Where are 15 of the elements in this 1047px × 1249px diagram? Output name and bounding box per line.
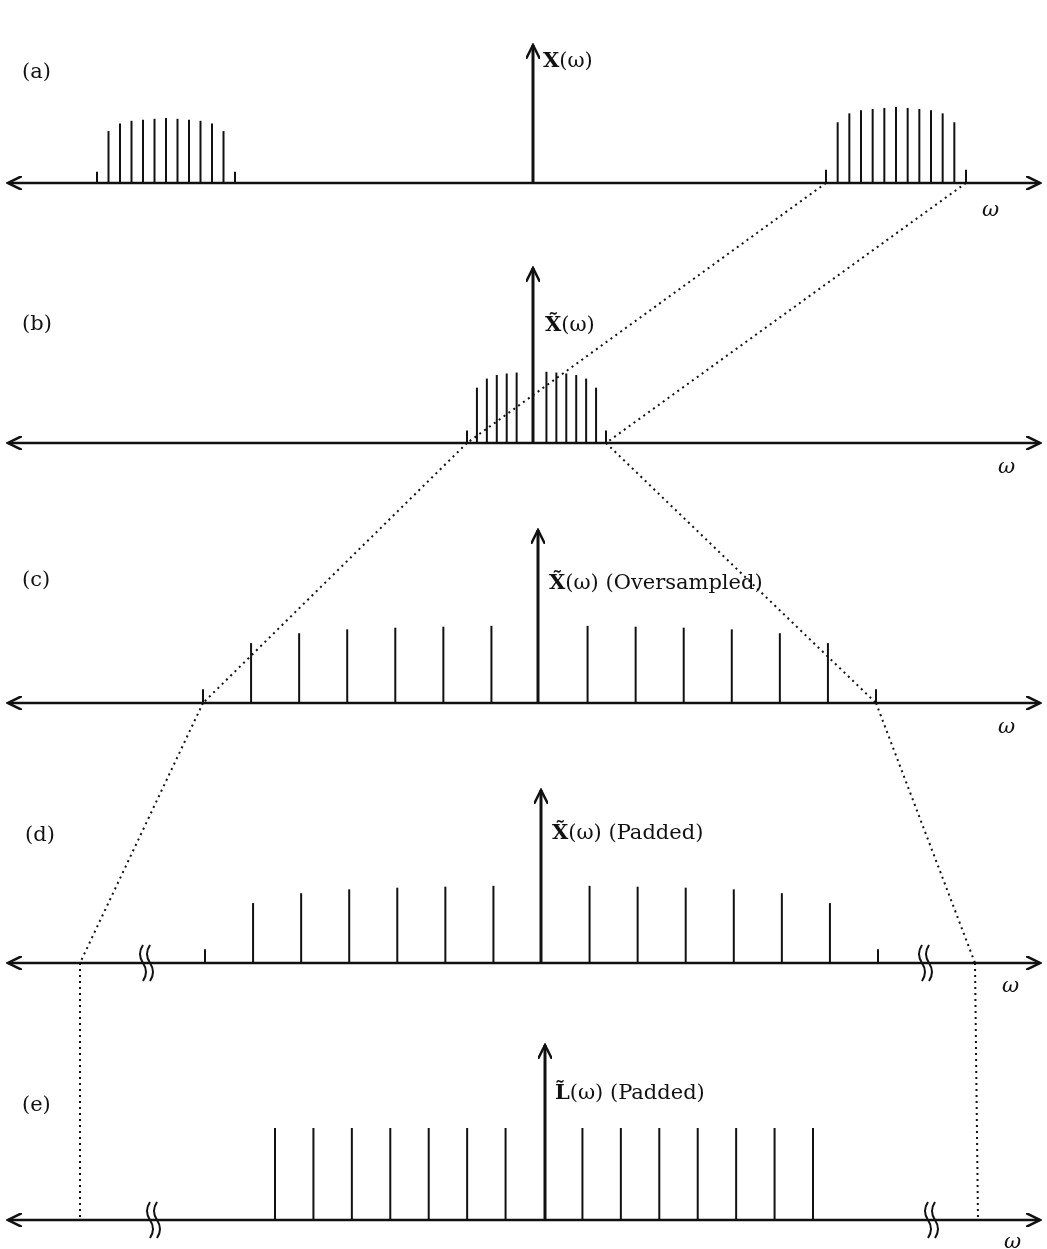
axis-label: X̃(ω) (Oversampled): [549, 570, 763, 595]
axis-label: X̃(ω): [545, 312, 595, 337]
axis-label: ω: [1004, 1230, 1022, 1249]
panel-label: (c): [22, 568, 51, 592]
axis-label: L̃(ω) (Padded): [555, 1080, 705, 1105]
axis-label: ω: [982, 198, 1000, 222]
panel-label: (b): [22, 312, 52, 336]
panel-label: (e): [22, 1093, 51, 1117]
panel-label: (d): [25, 823, 55, 847]
axis-label: ω: [998, 455, 1016, 479]
axis-label: ω: [1002, 974, 1020, 998]
axis-label: ω: [998, 715, 1016, 739]
axis-label: X̃(ω) (Padded): [552, 820, 704, 845]
panel-label: (a): [22, 60, 51, 84]
axis-label: X(ω): [543, 48, 593, 73]
